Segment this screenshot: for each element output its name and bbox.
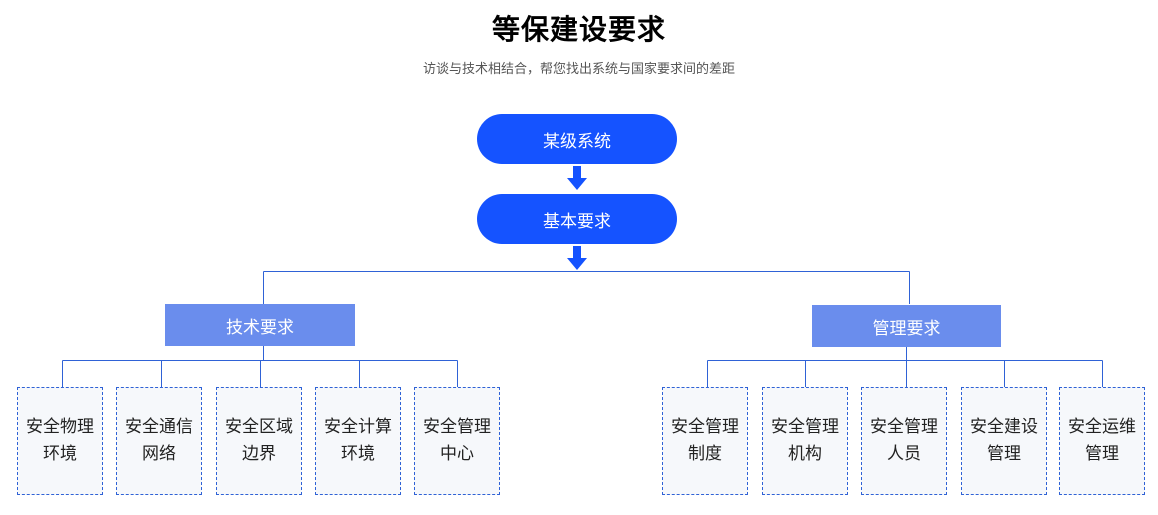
leaf-management-center: 安全管理 中心 [414, 387, 500, 495]
leaf-line: 安全管理 [771, 417, 839, 437]
leaf-line: 安全运维 [1068, 417, 1136, 437]
leaf-management-personnel: 安全管理 人员 [861, 387, 947, 495]
leaf-construction-management: 安全建设 管理 [961, 387, 1047, 495]
leaf-line: 安全建设 [970, 417, 1038, 437]
leaf-communication-network: 安全通信 网络 [116, 387, 202, 495]
leaf-management-organization: 安全管理 机构 [762, 387, 848, 495]
leaf-line: 机构 [788, 444, 822, 464]
leaf-area-boundary: 安全区域 边界 [216, 387, 302, 495]
leaf-line: 中心 [440, 444, 474, 464]
leaf-line: 管理 [987, 444, 1021, 464]
leaf-line: 安全管理 [423, 417, 491, 437]
arrow-down-icon [567, 246, 587, 270]
leaf-line: 制度 [688, 444, 722, 464]
leaf-line: 安全区域 [225, 417, 293, 437]
system-level-node: 某级系统 [477, 114, 677, 164]
technical-requirements-node: 技术要求 [165, 304, 355, 346]
basic-requirements-node: 基本要求 [477, 194, 677, 244]
leaf-physical-environment: 安全物理 环境 [17, 387, 103, 495]
leaf-line: 安全管理 [671, 417, 739, 437]
page-subtitle: 访谈与技术相结合，帮您找出系统与国家要求间的差距 [422, 62, 735, 77]
leaf-line: 安全通信 [125, 417, 193, 437]
leaf-line: 人员 [887, 444, 921, 464]
leaf-line: 网络 [142, 444, 176, 464]
arrow-down-icon [567, 166, 587, 190]
leaf-line: 安全计算 [324, 417, 392, 437]
leaf-line: 环境 [341, 444, 375, 464]
leaf-line: 边界 [242, 444, 276, 464]
leaf-management-system: 安全管理 制度 [662, 387, 748, 495]
management-requirements-node: 管理要求 [812, 305, 1001, 347]
leaf-computing-environment: 安全计算 环境 [315, 387, 401, 495]
page-title: 等保建设要求 [491, 13, 666, 46]
leaf-operations-management: 安全运维 管理 [1059, 387, 1145, 495]
leaf-line: 安全物理 [26, 417, 94, 437]
leaf-line: 安全管理 [870, 417, 938, 437]
leaf-line: 管理 [1085, 444, 1119, 464]
leaf-line: 环境 [43, 444, 77, 464]
